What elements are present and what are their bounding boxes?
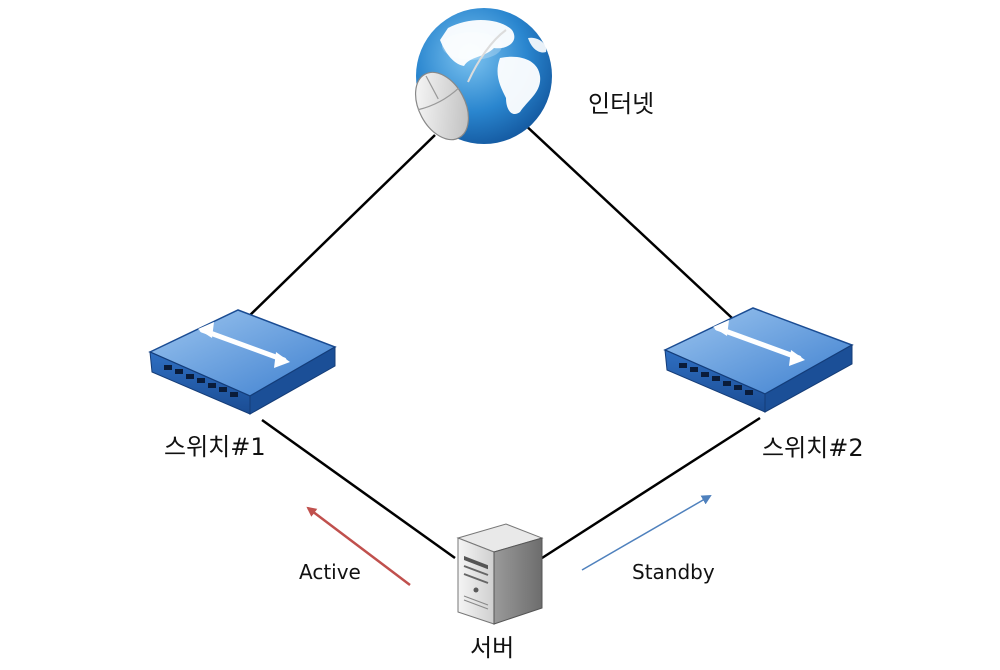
- connection-links: [244, 121, 761, 560]
- server-tower-icon: [456, 523, 544, 625]
- link-switch2-server: [541, 416, 761, 560]
- switch1-label: 스위치#1: [164, 433, 266, 461]
- internet-label: 인터넷: [588, 90, 655, 118]
- server-label: 서버: [470, 634, 515, 662]
- link-internet-switch1: [244, 134, 436, 321]
- standby-label: Standby: [632, 560, 715, 584]
- switch2-icon: [663, 307, 854, 413]
- active-arrow: [306, 506, 411, 586]
- standby-arrow: [581, 494, 712, 571]
- link-switch1-server: [261, 418, 456, 560]
- link-internet-switch2: [521, 121, 733, 319]
- globe-mouse-icon: [414, 8, 552, 144]
- active-label: Active: [299, 560, 361, 584]
- switch1-icon: [148, 309, 337, 415]
- switch2-label: 스위치#2: [762, 434, 864, 462]
